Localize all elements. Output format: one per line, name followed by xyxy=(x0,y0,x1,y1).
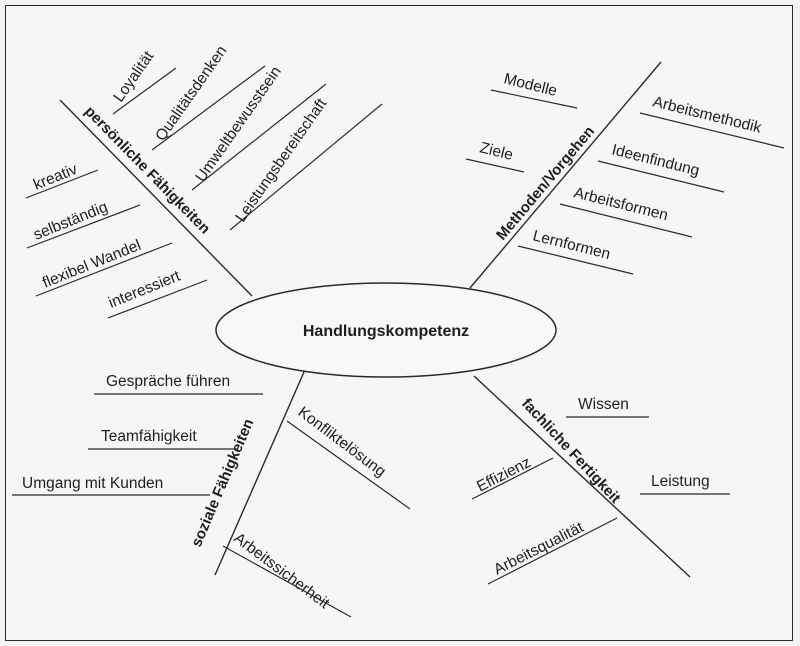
svg-text:Ideenfindung: Ideenfindung xyxy=(610,141,701,179)
svg-text:Arbeitssicherheit: Arbeitssicherheit xyxy=(231,530,333,613)
branch-title-methoden: Methoden/Vorgehen xyxy=(493,123,598,244)
svg-text:Effizienz: Effizienz xyxy=(474,454,534,496)
svg-text:Modelle: Modelle xyxy=(502,70,559,100)
leaf-selbstaendig: selbständig xyxy=(26,199,141,249)
svg-text:interessiert: interessiert xyxy=(106,267,183,311)
svg-text:Arbeitsformen: Arbeitsformen xyxy=(572,184,670,224)
svg-text:Arbeitsqualität: Arbeitsqualität xyxy=(491,519,587,579)
leaf-effizienz: Effizienz xyxy=(471,454,554,500)
leaf-arbeitsformen: Arbeitsformen xyxy=(559,184,693,238)
leaf-arbeitsqualitaet: Arbeitsqualität xyxy=(487,517,618,585)
leaf-lernformen: Lernformen xyxy=(517,227,634,275)
svg-text:Gespräche führen: Gespräche führen xyxy=(106,373,230,390)
leaf-ziele: Ziele xyxy=(465,139,525,173)
svg-text:Wissen: Wissen xyxy=(578,396,629,413)
svg-text:Ziele: Ziele xyxy=(478,139,515,164)
leaf-ideenfindung: Ideenfindung xyxy=(597,141,725,193)
svg-text:Konfliktelösung: Konfliktelösung xyxy=(295,404,389,481)
leaf-umgang-mit-kunden: Umgang mit Kunden xyxy=(12,475,210,496)
svg-text:Teamfähigkeit: Teamfähigkeit xyxy=(101,428,197,445)
svg-text:kreativ: kreativ xyxy=(31,161,80,194)
svg-text:Umgang mit Kunden: Umgang mit Kunden xyxy=(22,475,163,492)
center-label: Handlungskompetenz xyxy=(303,323,469,340)
leaf-gespraeche-fuehren: Gespräche führen xyxy=(94,373,263,395)
leaf-arbeitsmethodik: Arbeitsmethodik xyxy=(639,93,785,149)
svg-text:Arbeitsmethodik: Arbeitsmethodik xyxy=(651,93,763,136)
center-ellipse xyxy=(215,282,557,378)
branch-line-methoden xyxy=(469,61,662,289)
leaf-loyalitaet: Loyalität xyxy=(110,48,177,115)
branch-line-fachlich xyxy=(473,375,691,578)
leaf-teamfaehigkeit: Teamfähigkeit xyxy=(88,428,237,450)
svg-text:Lernformen: Lernformen xyxy=(531,227,612,263)
svg-text:flexibel Wandel: flexibel Wandel xyxy=(40,237,143,292)
svg-text:Loyalität: Loyalität xyxy=(110,48,157,106)
branch-line-sozial xyxy=(214,371,305,576)
leaf-interessiert: interessiert xyxy=(106,267,208,319)
leaf-leistung: Leistung xyxy=(640,473,730,495)
leaf-wissen: Wissen xyxy=(566,396,649,418)
branch-line-persoenlich xyxy=(59,99,253,297)
leaf-arbeitssicherheit: Arbeitssicherheit xyxy=(222,530,352,618)
svg-text:Qualitätsdenken: Qualitätsdenken xyxy=(152,43,230,145)
leaf-kreativ: kreativ xyxy=(25,161,99,199)
leaf-modelle: Modelle xyxy=(490,70,578,109)
branch-title-sozial: soziale Fähigkeiten xyxy=(188,416,257,549)
leaf-konfliktloesung: Konfliktelösung xyxy=(286,404,411,510)
svg-text:Leistung: Leistung xyxy=(651,473,710,490)
